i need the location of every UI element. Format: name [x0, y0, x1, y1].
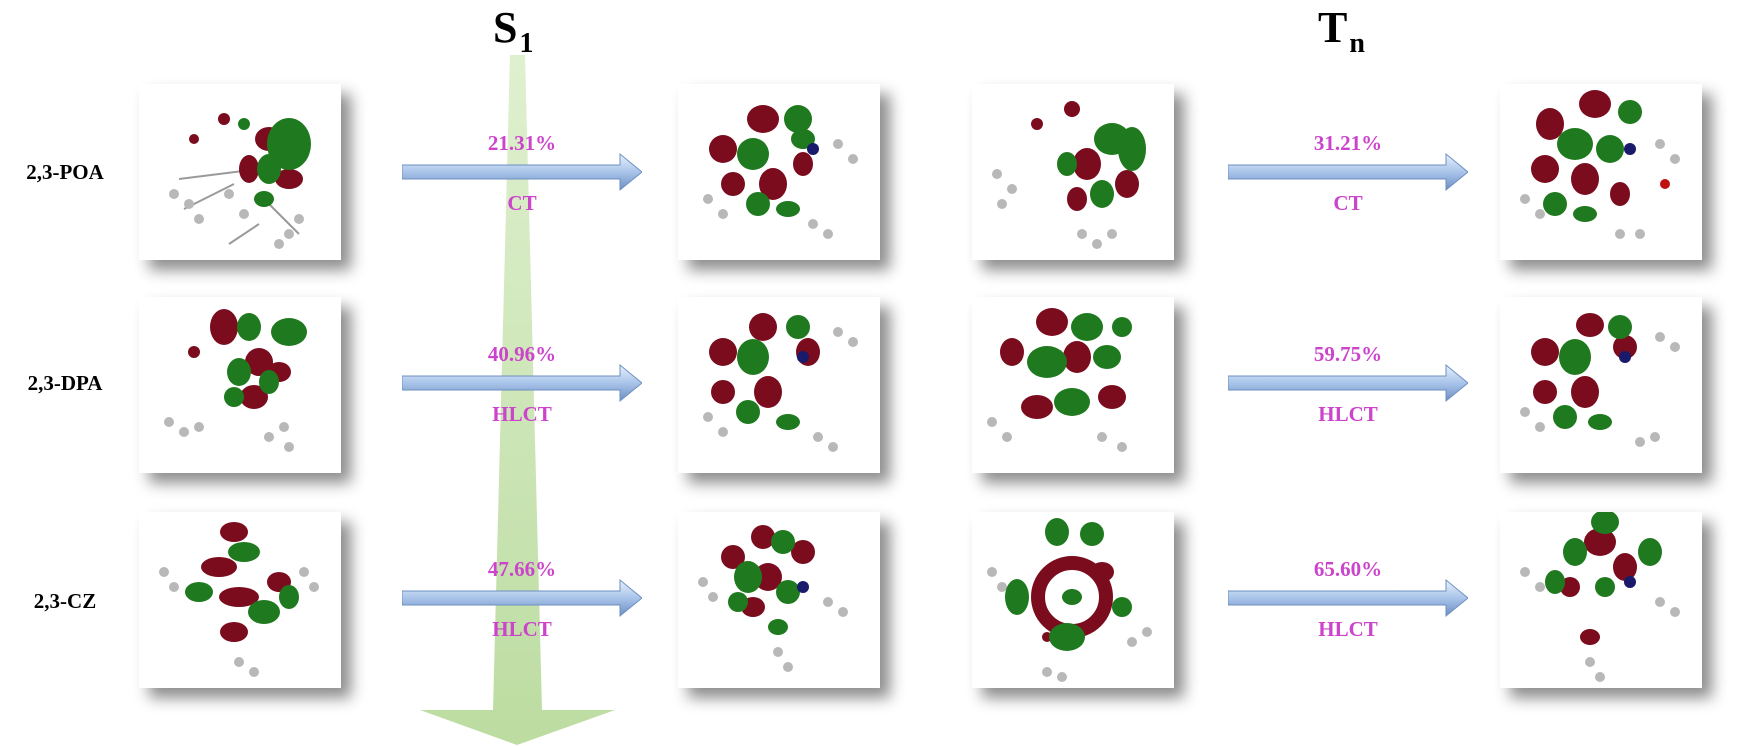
row2-s1-hole-orbital: [139, 297, 341, 473]
row3-s1-percent: 47.66%: [487, 557, 557, 581]
row2-s1-type: HLCT: [492, 402, 552, 426]
row2-tn-percent: 59.75%: [1313, 342, 1383, 366]
row2-tn-type: HLCT: [1318, 402, 1378, 426]
row2-tn-arrow: [1228, 361, 1468, 405]
row3-tn-percent: 65.60%: [1313, 557, 1383, 581]
row3-tn-type: HLCT: [1318, 617, 1378, 641]
increasing-trend-arrow: [420, 55, 615, 745]
row2-s1-particle-orbital: [678, 297, 880, 473]
row3-s1-hole-orbital: [139, 512, 341, 688]
tn-header-subscript: n: [1349, 28, 1365, 59]
row1-tn-particle-orbital: [1500, 84, 1702, 260]
row3-tn-arrow: [1228, 576, 1468, 620]
row3-s1-particle-orbital: [678, 512, 880, 688]
row1-tn-percent: 31.21%: [1313, 131, 1383, 155]
row1-s1-particle-orbital: [678, 84, 880, 260]
tn-header-letter: T: [1318, 3, 1348, 52]
row1-tn-type: CT: [1333, 191, 1363, 215]
row2-tn-particle-orbital: [1500, 297, 1702, 473]
row1-tn-hole-orbital: [972, 84, 1174, 260]
tn-header: Tn: [1318, 2, 1365, 60]
row3-s1-type: HLCT: [492, 617, 552, 641]
row2-s1-arrow: [402, 361, 642, 405]
row1-s1-percent: 21.31%: [487, 131, 557, 155]
row3-tn-hole-orbital: [972, 512, 1174, 688]
s1-header: S1: [493, 2, 533, 60]
row3-tn-particle-orbital: [1500, 512, 1702, 688]
s1-header-subscript: 1: [519, 28, 534, 59]
row1-s1-type: CT: [507, 191, 537, 215]
row1-s1-arrow: [402, 150, 642, 194]
row1-tn-arrow: [1228, 150, 1468, 194]
row-label-2: 2,3-DPA: [27, 371, 103, 395]
s1-header-letter: S: [493, 3, 518, 52]
row2-tn-hole-orbital: [972, 297, 1174, 473]
row3-s1-arrow: [402, 576, 642, 620]
row-label-1: 2,3-POA: [26, 160, 104, 184]
row-label-3: 2,3-CZ: [33, 589, 97, 613]
row1-s1-hole-orbital: [139, 84, 341, 260]
row2-s1-percent: 40.96%: [487, 342, 557, 366]
